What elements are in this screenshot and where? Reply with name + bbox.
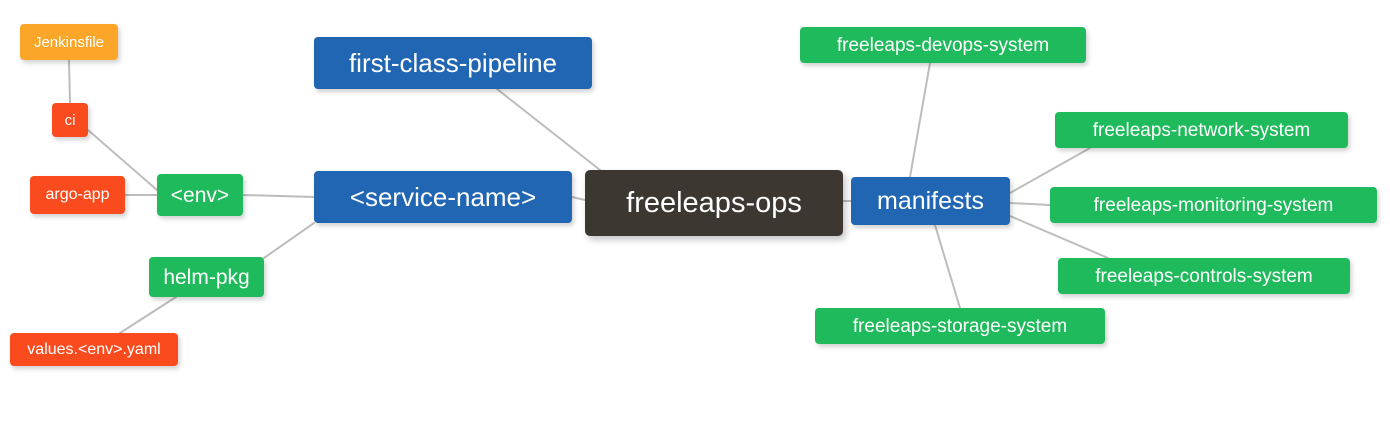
node-service-name[interactable]: <service-name> [314,171,572,223]
edge-first-class-pipeline-to-freeleaps-ops [496,88,601,171]
node-manifests[interactable]: manifests [851,177,1010,225]
node-network-system[interactable]: freeleaps-network-system [1055,112,1348,148]
node-storage-system[interactable]: freeleaps-storage-system [815,308,1105,344]
edge-manifests-to-monitoring-system [1009,202,1051,206]
edge-service-name-to-helm-pkg [263,222,315,259]
node-helm-pkg[interactable]: helm-pkg [149,257,264,297]
node-env[interactable]: <env> [157,174,243,216]
node-first-class-pipeline[interactable]: first-class-pipeline [314,37,592,89]
node-freeleaps-ops[interactable]: freeleaps-ops [585,170,843,236]
node-jenkinsfile[interactable]: Jenkinsfile [20,24,118,60]
edge-service-name-to-freeleaps-ops [571,196,586,201]
node-values-env-yaml[interactable]: values.<env>.yaml [10,333,178,366]
edge-manifests-to-storage-system [934,224,961,309]
edge-manifests-to-devops-system [909,62,931,178]
node-devops-system[interactable]: freeleaps-devops-system [800,27,1086,63]
edge-helm-pkg-to-values-env-yaml [119,296,177,334]
edge-env-to-service-name [242,194,315,198]
node-controls-system[interactable]: freeleaps-controls-system [1058,258,1350,294]
node-monitoring-system[interactable]: freeleaps-monitoring-system [1050,187,1377,223]
node-argo-app[interactable]: argo-app [30,176,125,214]
node-ci[interactable]: ci [52,103,88,137]
edge-jenkinsfile-to-ci [68,59,71,104]
